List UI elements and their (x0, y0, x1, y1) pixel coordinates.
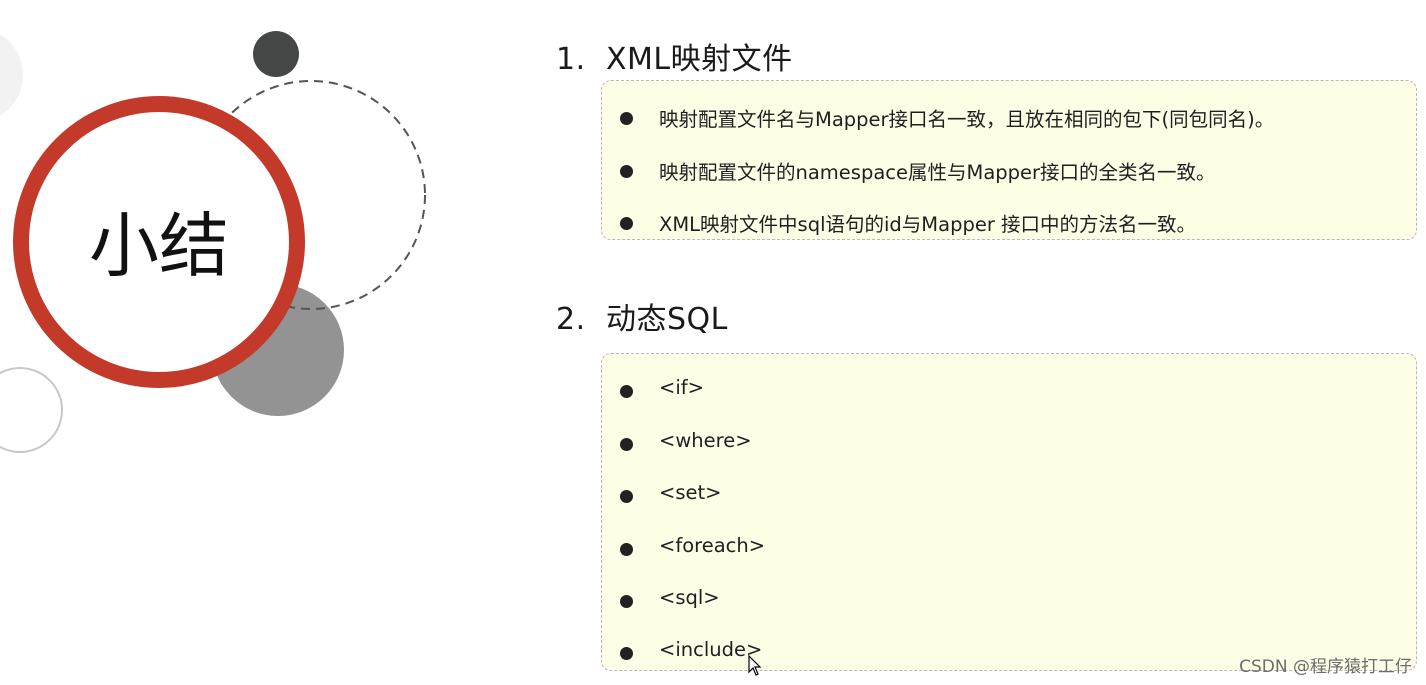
bullet-icon (620, 385, 633, 398)
section-2-title: 动态SQL (606, 302, 728, 337)
dark-small-circle (253, 31, 299, 77)
mouse-cursor-icon (748, 655, 762, 676)
decorative-circles: 小结 (0, 31, 426, 453)
list-item-text: <if> (659, 376, 704, 399)
list-item: 映射配置文件名与Mapper接口名一致，且放在相同的包下(同包同名)。 (620, 103, 1275, 132)
bullet-icon (620, 165, 633, 178)
list-item-text: <foreach> (659, 534, 766, 557)
bullet-icon (620, 490, 633, 503)
bullet-icon (620, 438, 633, 451)
list-item: <sql> (620, 586, 720, 609)
list-item: <set> (620, 481, 722, 504)
bullet-icon (620, 647, 633, 660)
list-item: 映射配置文件的namespace属性与Mapper接口的全类名一致。 (620, 156, 1216, 185)
bullet-icon (620, 217, 633, 230)
list-item-text: <include> (659, 638, 763, 661)
list-item: <where> (620, 429, 752, 452)
watermark: CSDN @程序猿打工仔 (1239, 657, 1412, 677)
section-2-number: 2. (556, 302, 586, 337)
bullet-icon (620, 112, 633, 125)
list-item-text: <sql> (659, 586, 720, 609)
section-2-heading: 2. 动态SQL (556, 294, 728, 338)
red-ring (13, 96, 305, 388)
list-item: <if> (620, 376, 704, 399)
section-1-number: 1. (556, 42, 586, 77)
faint-circle-top-left (0, 34, 23, 116)
list-item: XML映射文件中sql语句的id与Mapper 接口中的方法名一致。 (620, 208, 1197, 237)
list-item-text: <set> (659, 481, 722, 504)
section-2-box: <if> <where> <set> <foreach> <sql> <incl… (601, 353, 1417, 671)
section-1-heading: 1. XML映射文件 (556, 34, 793, 78)
bullet-icon (620, 543, 633, 556)
list-item-text: <where> (659, 429, 752, 452)
list-item: <include> (620, 638, 763, 661)
slide-title: 小结 (89, 205, 229, 287)
list-item-text: 映射配置文件名与Mapper接口名一致，且放在相同的包下(同包同名)。 (659, 108, 1275, 131)
dashed-circle (196, 80, 426, 310)
section-1-box: 映射配置文件名与Mapper接口名一致，且放在相同的包下(同包同名)。 映射配置… (601, 80, 1417, 240)
bullet-icon (620, 595, 633, 608)
outline-circle-bottom-left (0, 367, 63, 453)
section-1-title: XML映射文件 (606, 42, 793, 77)
list-item-text: 映射配置文件的namespace属性与Mapper接口的全类名一致。 (659, 161, 1216, 184)
list-item-text: XML映射文件中sql语句的id与Mapper 接口中的方法名一致。 (659, 213, 1197, 236)
list-item: <foreach> (620, 534, 766, 557)
